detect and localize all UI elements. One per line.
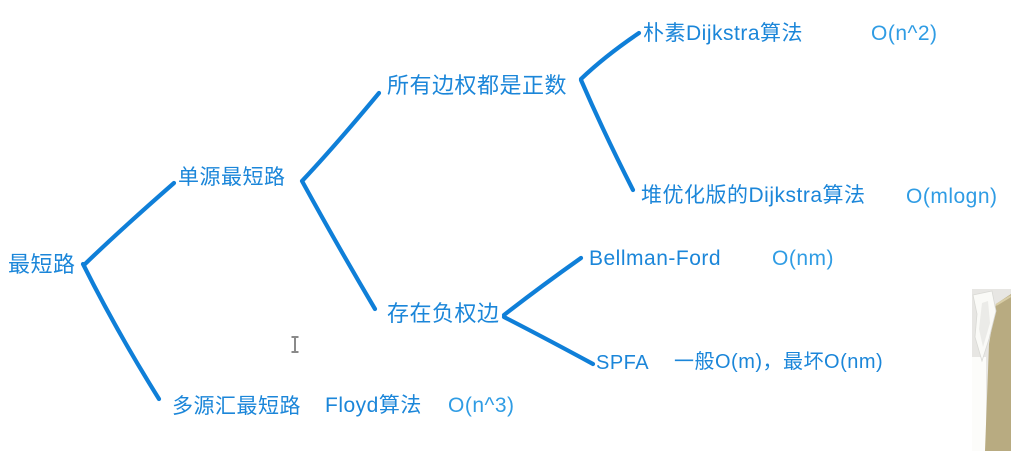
edge-negative-to-spfa — [501, 314, 596, 367]
complexity-heap-dijkstra: O(mlogn) — [906, 185, 998, 208]
text-cursor-icon — [291, 336, 299, 353]
node-multi-source: 多源汇最短路 — [172, 395, 301, 418]
photo-white-area — [972, 357, 986, 451]
edge-negative-to-bellman-ford — [501, 255, 584, 318]
node-negative-weights: 存在负权边 — [387, 301, 500, 326]
node-multi-source-algorithm: Floyd算法 — [325, 394, 422, 417]
edge-positive-to-naive-dijkstra — [578, 30, 642, 82]
complexity-naive-dijkstra: O(n^2) — [871, 22, 938, 45]
node-spfa: SPFA — [596, 352, 650, 374]
desk-surface — [985, 294, 1011, 451]
edge-single-to-positive-weights — [300, 90, 382, 183]
paper-on-desk — [972, 290, 997, 363]
edge-root-to-single-source — [81, 180, 177, 268]
complexity-floyd: O(n^3) — [448, 394, 515, 417]
paper-fold-shadow — [979, 301, 990, 347]
desk-edge-line — [995, 295, 1011, 306]
complexity-spfa: 一般O(m)，最坏O(nm) — [674, 351, 884, 373]
node-bellman-ford: Bellman-Ford — [589, 247, 722, 270]
node-all-positive-weights: 所有边权都是正数 — [387, 73, 568, 98]
node-naive-dijkstra: 朴素Dijkstra算法 — [643, 22, 804, 45]
complexity-bellman-ford: O(nm) — [772, 247, 834, 270]
edge-single-to-negative-weights — [299, 178, 378, 312]
node-single-source: 单源最短路 — [178, 166, 286, 189]
webcam-photo-desk — [972, 289, 1011, 451]
node-root: 最短路 — [8, 252, 76, 277]
edge-positive-to-heap-dijkstra — [578, 77, 636, 193]
node-heap-dijkstra: 堆优化版的Dijkstra算法 — [641, 184, 866, 207]
edge-root-to-multi-source — [80, 261, 162, 402]
